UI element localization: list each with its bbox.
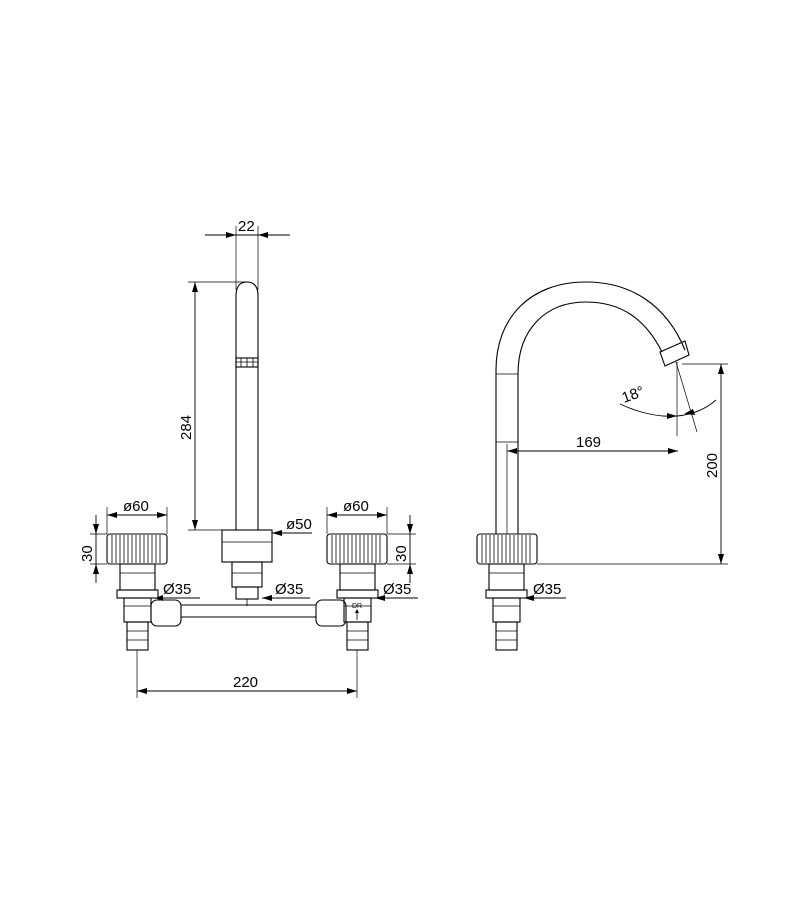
- dimension-spout-height: 284: [178, 281, 246, 531]
- dimension-right-body-diameter: Ø35: [375, 581, 418, 601]
- dimension-outlet-height: 200: [537, 363, 728, 565]
- front-view: DR: [106, 281, 388, 651]
- center-spacing-label: 220: [233, 674, 258, 691]
- right-handle-diameter-label: ø60: [343, 498, 369, 515]
- center-body-diameter-label: Ø35: [275, 581, 303, 598]
- dimension-left-handle-height: 30: [79, 515, 107, 583]
- side-body-diameter-label: Ø35: [533, 581, 561, 598]
- spout-width-label: 22: [238, 218, 255, 235]
- spout-column: [221, 281, 273, 606]
- dimension-center-body-diameter: Ø35: [262, 581, 310, 601]
- outlet-angle-label: 18°: [620, 383, 647, 407]
- outlet-height-label: 200: [704, 453, 721, 478]
- dimension-right-handle-diameter: ø60: [326, 498, 388, 534]
- right-handle-knurl: [331, 535, 381, 563]
- gooseneck-spout: [495, 281, 690, 534]
- spout-height-label: 284: [178, 415, 195, 440]
- dimension-spout-base-diameter: ø50: [272, 516, 312, 536]
- valve-marking-label: DR: [352, 603, 362, 610]
- spout-reach-label: 169: [576, 434, 601, 451]
- dimension-spout-reach: 169: [506, 434, 678, 534]
- right-handle-height-label: 30: [393, 545, 410, 562]
- connecting-pipe: [181, 604, 316, 618]
- left-body-diameter-label: Ø35: [163, 581, 191, 598]
- left-handle-height-label: 30: [79, 545, 96, 562]
- left-handle-diameter-label: ø60: [123, 498, 149, 515]
- left-handle-knurl: [111, 535, 161, 563]
- side-handle-valve: [476, 533, 538, 651]
- left-handle-valve: [106, 533, 182, 651]
- dimension-right-handle-height: 30: [387, 515, 416, 583]
- dimension-outlet-angle: 18°: [620, 361, 717, 436]
- spout-base-diameter-label: ø50: [286, 516, 312, 533]
- dimension-side-body-diameter: Ø35: [524, 581, 566, 601]
- side-view: [476, 281, 690, 651]
- dimension-spout-width: 22: [205, 218, 290, 290]
- dimension-center-spacing: 220: [136, 650, 358, 698]
- dimension-left-body-diameter: Ø35: [150, 581, 200, 601]
- right-handle-valve: DR: [315, 533, 388, 651]
- right-body-diameter-label: Ø35: [383, 581, 411, 598]
- dimension-left-handle-diameter: ø60: [106, 498, 168, 534]
